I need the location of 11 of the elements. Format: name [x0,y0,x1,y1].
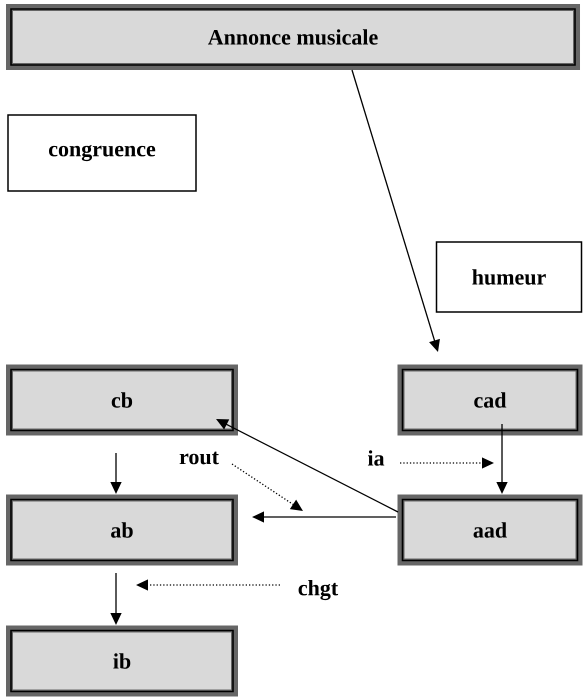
process-box: Annonce musicale [6,4,580,70]
annotation-text: chgt [298,580,338,600]
annotation-text: ia [368,450,384,466]
process-box: ib [6,626,238,696]
annotation-text: rout [180,452,219,464]
process-box: aad [398,494,582,566]
text-box: congruence [7,114,197,192]
process-box: ab [6,494,238,566]
text-box: humeur [436,241,582,313]
process-box: cad [398,364,582,436]
process-box: cb [6,364,238,436]
